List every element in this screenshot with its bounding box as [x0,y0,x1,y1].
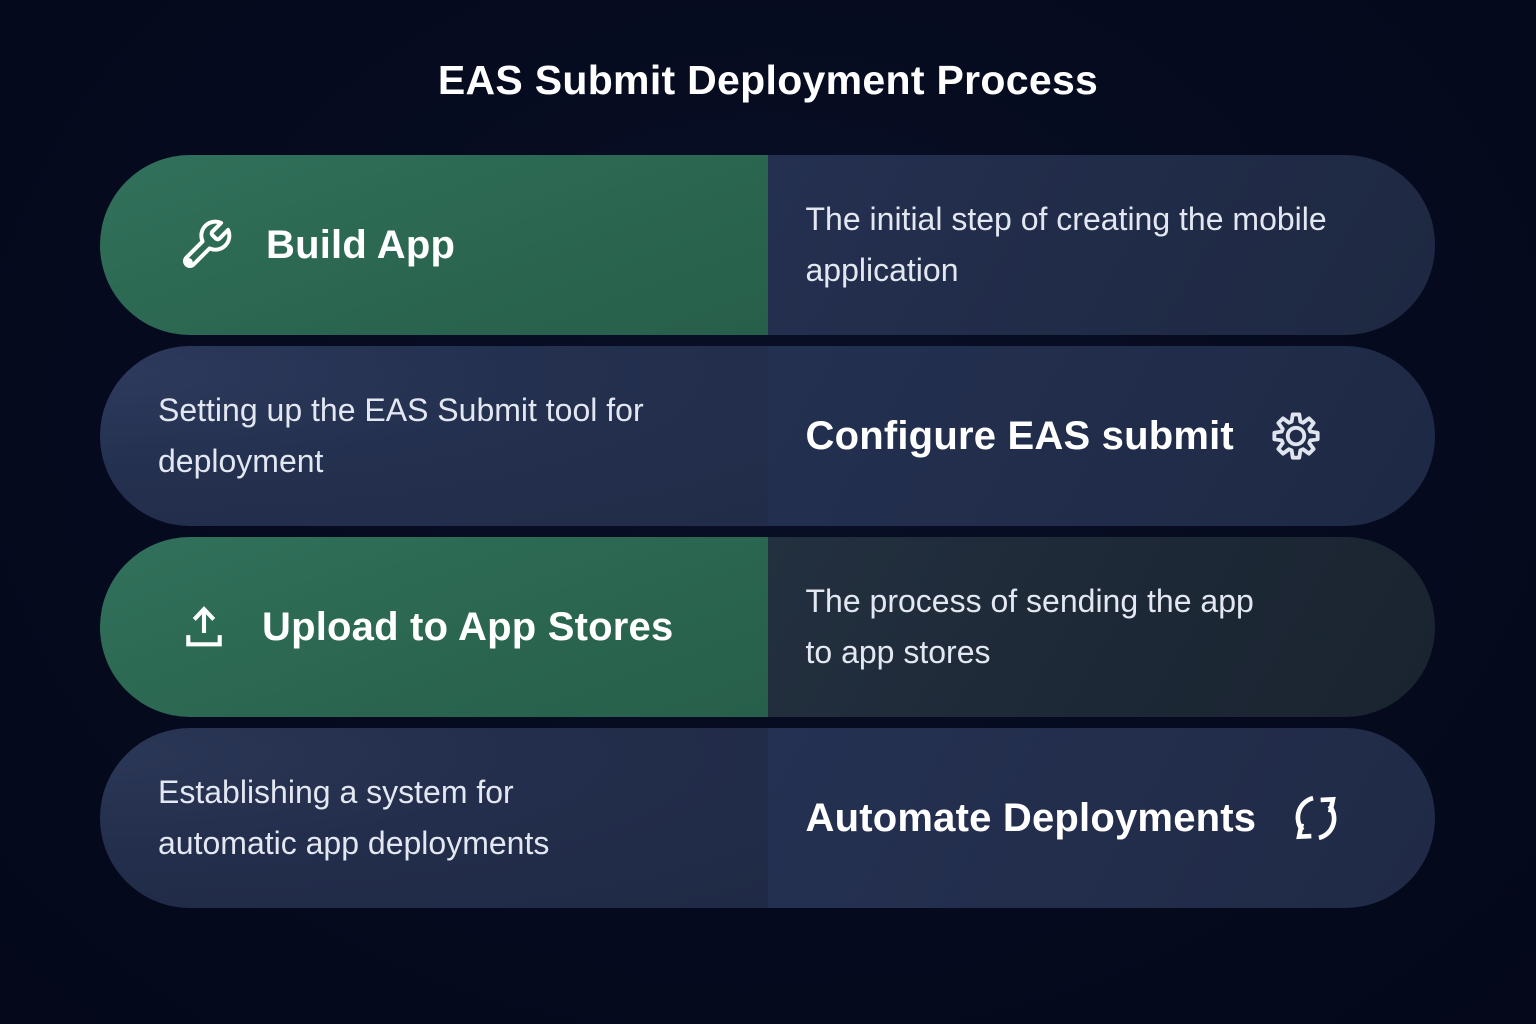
upload-icon [178,601,230,653]
step-description: The initial step of creating the mobile … [805,201,1327,288]
process-rows: Build App The initial step of creating t… [100,155,1435,908]
step-description: Setting up the EAS Submit tool for deplo… [158,392,644,479]
step-description: The process of sending the app to app st… [805,583,1254,670]
page-title: EAS Submit Deployment Process [437,57,1099,103]
automate-title-pill: Automate Deployments [767,728,1435,908]
step-description: Establishing a system for automatic app … [158,774,550,861]
upload-title-pill: Upload to App Stores [100,537,768,717]
wrench-icon [178,217,234,273]
step-row-configure-eas-submit: Setting up the EAS Submit tool for deplo… [100,346,1435,526]
step-row-build-app: Build App The initial step of creating t… [100,155,1435,335]
automate-description-pill: Establishing a system for automatic app … [100,728,768,908]
step-title: Upload to App Stores [262,604,674,649]
step-row-automate-deployments: Establishing a system for automatic app … [100,728,1435,908]
build-app-title-pill: Build App [100,155,768,335]
step-title: Automate Deployments [805,795,1257,840]
step-title: Build App [266,222,456,267]
configure-title-pill: Configure EAS submit [767,346,1435,526]
gear-icon [1266,406,1326,466]
refresh-icon [1288,790,1344,846]
upload-description-pill: The process of sending the app to app st… [767,537,1435,717]
step-row-upload-to-app-stores: Upload to App Stores The process of send… [100,537,1435,717]
step-title: Configure EAS submit [805,413,1234,458]
configure-description-pill: Setting up the EAS Submit tool for deplo… [100,346,768,526]
build-app-description-pill: The initial step of creating the mobile … [767,155,1435,335]
